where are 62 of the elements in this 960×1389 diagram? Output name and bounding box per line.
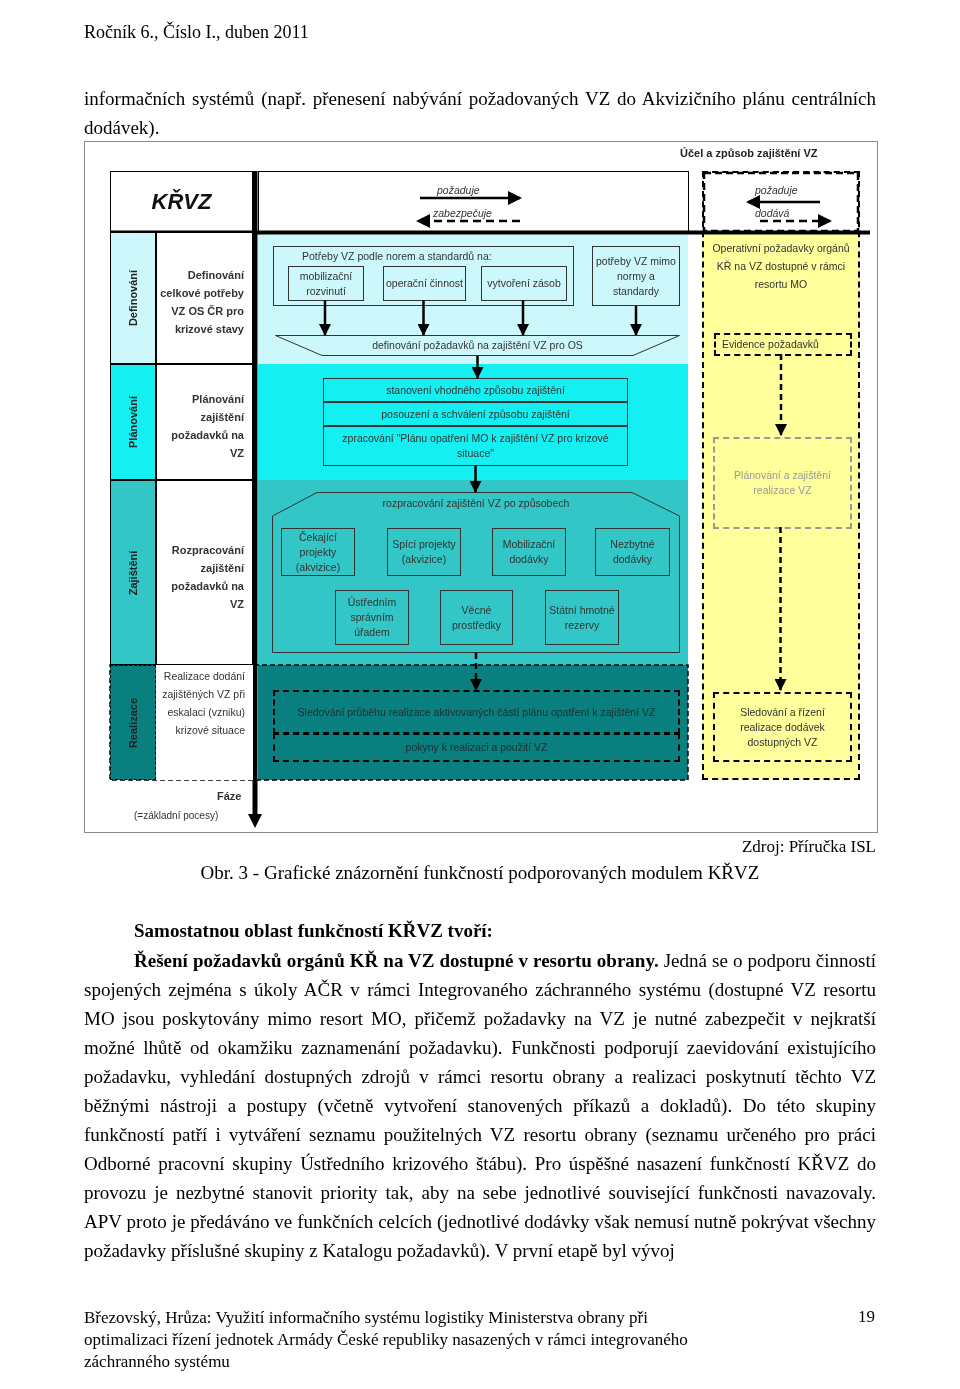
process-box: vytvoření zásob xyxy=(481,266,567,301)
process-box: Spící projekty (akvizice) xyxy=(387,528,461,576)
phase-label: Zajištění xyxy=(127,550,139,595)
figure-caption: Obr. 3 - Grafické znázornění funkčností podporovaných modulem KŘVZ xyxy=(199,862,761,884)
group-box xyxy=(272,492,680,653)
group-box: Potřeby VZ podle norem a standardů na: mobilizační rozvinutí operační činnost vytvoření zásob xyxy=(273,246,574,306)
arrow xyxy=(319,300,331,336)
arrow-label: dodává xyxy=(755,207,790,219)
group-heading: rozpracování zajištění VZ po způsobech xyxy=(381,497,571,509)
process-box: Státní hmotné rezervy xyxy=(545,590,619,645)
phase-band xyxy=(110,665,156,780)
process-box: Věcné prostředky xyxy=(440,590,513,645)
process-box: operační činnost xyxy=(383,266,466,301)
body-paragraph: Řešení požadavků orgánů KŘ na VZ dostupné v resortu obrany. Jedná se o podporu činností spojených zejména s úkoly AČR v rámci Integrovaného záchranného systému (dostupné VZ resortu MO jsou poskytovány mimo resort MO, přičemž požadavky na VZ je nutné zabezpečit v nejkratší možné lhůtě od okamžiku zaznamenání požadavku). Funkčnosti podporují zaevidování existujícího požadavku, vyhledání dostupných zdrojů v rámci resortu obrany a realizaci poskytnutí těchto VZ běžnými nástroji a postupy (včetně vytvoření stanovených příkazů a dokladů). Do této skupiny funkčností patří i vytváření seznamu použitelných VZ resortu obrany (seznamu určeného pro práci Odborné pracovní skupiny Ústředního krizového štábu). Pro úspěšné nasazení funkčností KŘVZ do provozu je nezbytné stanovit priority tak, aby na sebe jednotlivé související funkčnosti navazovaly. APV proto je předáváno ve funkčních celcích (jednotlivé dodávky však nemusí nutně pokrývat všechny požadavky příslušné skupiny z Katalogu požadavků). V první etapě byl vývoj xyxy=(84,949,876,1263)
arrow xyxy=(775,354,787,436)
process-row: posouzení a schválení způsobu zajištění xyxy=(323,402,628,426)
process-box: pokyny k realizaci a použití VZ xyxy=(273,733,680,762)
phase-label: Plánování xyxy=(127,396,139,448)
arrow-label: požaduje xyxy=(437,184,480,196)
process-box: Sledování a řízení realizace dodávek dostupných VZ xyxy=(713,692,852,762)
shape-label: definování požadavků na zajištění VZ pro OS xyxy=(371,339,584,351)
phase-description: Definování celkové potřeby VZ OS ČR pro krizové stavy xyxy=(156,232,253,364)
arrow xyxy=(517,300,529,336)
title-cell: KŘVZ xyxy=(110,171,253,232)
process-box: mobilizační rozvinutí xyxy=(288,266,364,301)
arrow xyxy=(630,306,642,336)
process-box: Evidence požadavků xyxy=(714,333,852,356)
phase-band xyxy=(110,364,156,480)
process-box: Plánování a zajištění realizace VZ xyxy=(713,437,852,529)
axis-label: (=základní pocesy) xyxy=(134,810,219,821)
phase-label: Definování xyxy=(127,269,139,327)
axis-label: Fáze xyxy=(217,790,242,802)
arrow xyxy=(774,527,787,691)
process-row: stanovení vhodného způsobu zajištění xyxy=(323,378,628,402)
column-text: Operativní požadavky orgánů KŘ na VZ dostupné v rámci resortu MO xyxy=(711,241,851,292)
source-note: Zdroj: Příručka ISL xyxy=(741,837,876,857)
section-heading: Samostatnou oblast funkčností KŘVZ tvoří: xyxy=(134,920,493,942)
arrow xyxy=(470,653,482,691)
phase-description: Realizace dodání zajištěných VZ při eskalaci (vzniku) krizové situace xyxy=(156,665,253,780)
phase-band xyxy=(110,232,156,364)
page-header: Ročník 6., Číslo I., duben 2011 xyxy=(84,22,309,43)
page-footer: Březovský, Hrůza: Využití informačního systému logistiky Ministerstva obrany při optimalizaci řízení jednotek Armády České republiky nasazených v rámci integrovaného záchranného systému xyxy=(84,1307,734,1373)
process-row: zpracování "Plánu opatření MO k zajištění VZ pro krizové situace" xyxy=(323,426,628,466)
process-box: potřeby VZ mimo normy a standardy xyxy=(592,246,680,306)
arrow xyxy=(471,356,484,379)
arrow-label: zabezpečuje xyxy=(433,207,492,219)
phase-description: Rozpracování zajištění požadavků na VZ xyxy=(156,480,253,665)
process-box: Sledování průběhu realizace aktivovaných částí plánu opatření k zajištění VZ xyxy=(273,690,680,734)
phase-description: Plánování zajištění požadavků na VZ xyxy=(156,364,253,480)
arrow xyxy=(417,300,430,336)
phase-band xyxy=(110,480,156,665)
arrow-label: požaduje xyxy=(755,184,798,196)
body-paragraph: informačních systémů (např. přenesení nabývání požadovaných VZ do Akvizičního plánu centrálních dodávek). xyxy=(84,87,876,140)
phase-label: Realizace xyxy=(127,697,139,748)
process-box: Mobilizační dodávky xyxy=(492,528,566,576)
process-box: Nezbytné dodávky xyxy=(595,528,670,576)
trapezoid-shape xyxy=(275,335,680,356)
arrow xyxy=(469,466,482,493)
process-box: Čekající projekty (akvizice) xyxy=(281,528,355,576)
page-number: 19 xyxy=(858,1307,875,1327)
process-box: Ústředním správním úřadem xyxy=(335,590,409,645)
column-heading: Účel a způsob zajištění VZ xyxy=(680,147,818,159)
